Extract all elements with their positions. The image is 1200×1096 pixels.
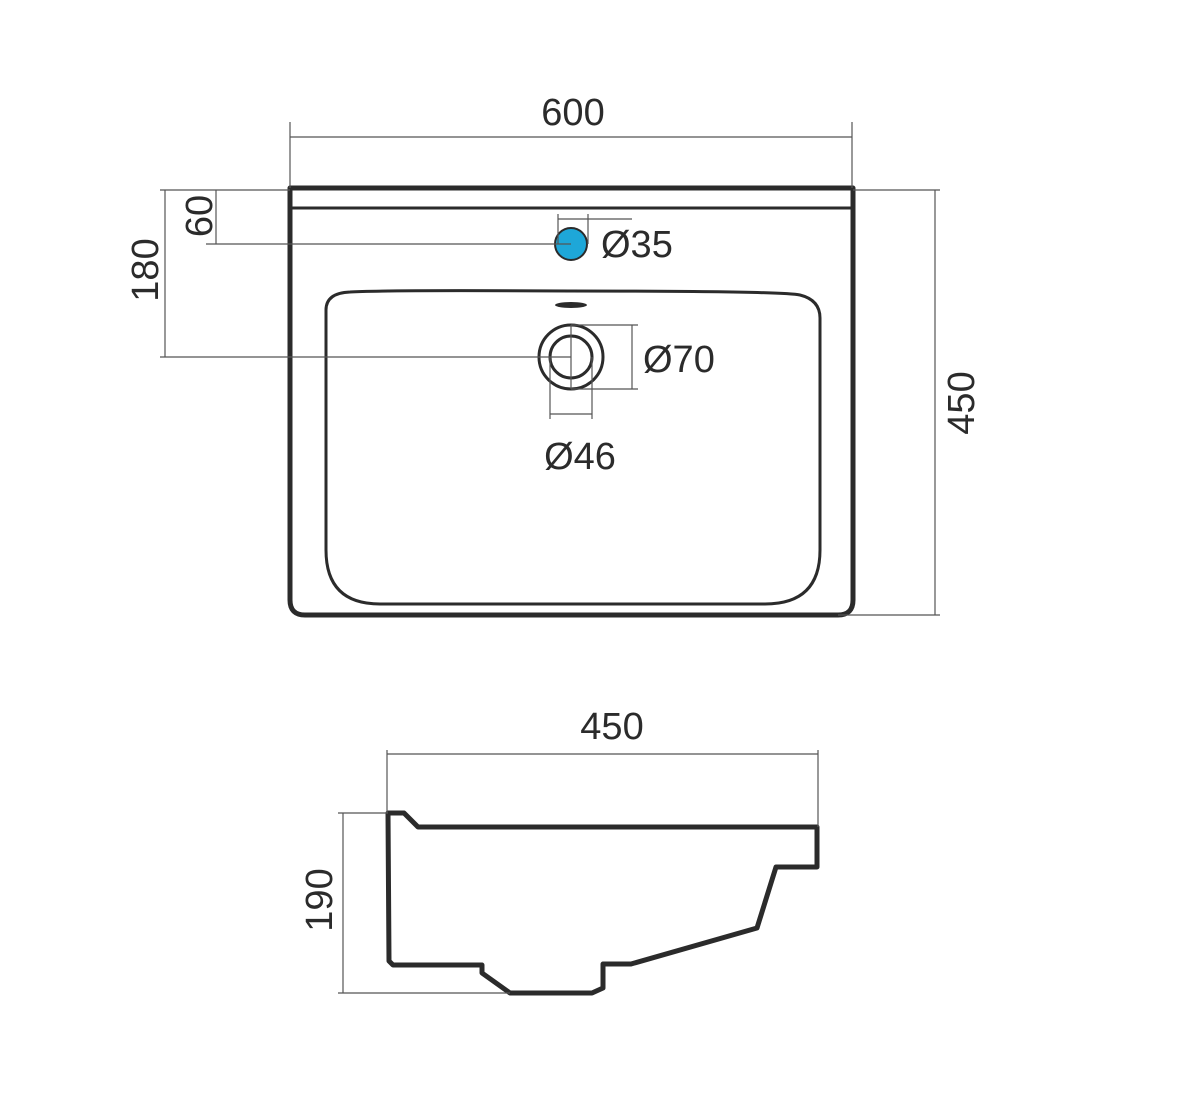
drain-offset-label: 180 [125, 238, 167, 301]
side-profile [385, 810, 820, 996]
width-dimension-label: 600 [541, 92, 604, 134]
depth-dimension-label: 450 [941, 371, 983, 434]
side-depth-label: 450 [580, 706, 643, 748]
side-view: 450 190 [299, 706, 820, 996]
drain-outer-diameter-label: Ø70 [643, 339, 715, 381]
drain-inner-diameter-label: Ø46 [544, 436, 616, 478]
height-dimension-label: 190 [299, 868, 341, 931]
tap-hole-diameter-label: Ø35 [601, 224, 673, 266]
top-view: 600 450 180 60 Ø35 Ø70 Ø46 [125, 92, 983, 618]
basin-outline [324, 289, 822, 606]
overflow-slot [555, 302, 587, 308]
tap-offset-label: 60 [179, 195, 221, 237]
